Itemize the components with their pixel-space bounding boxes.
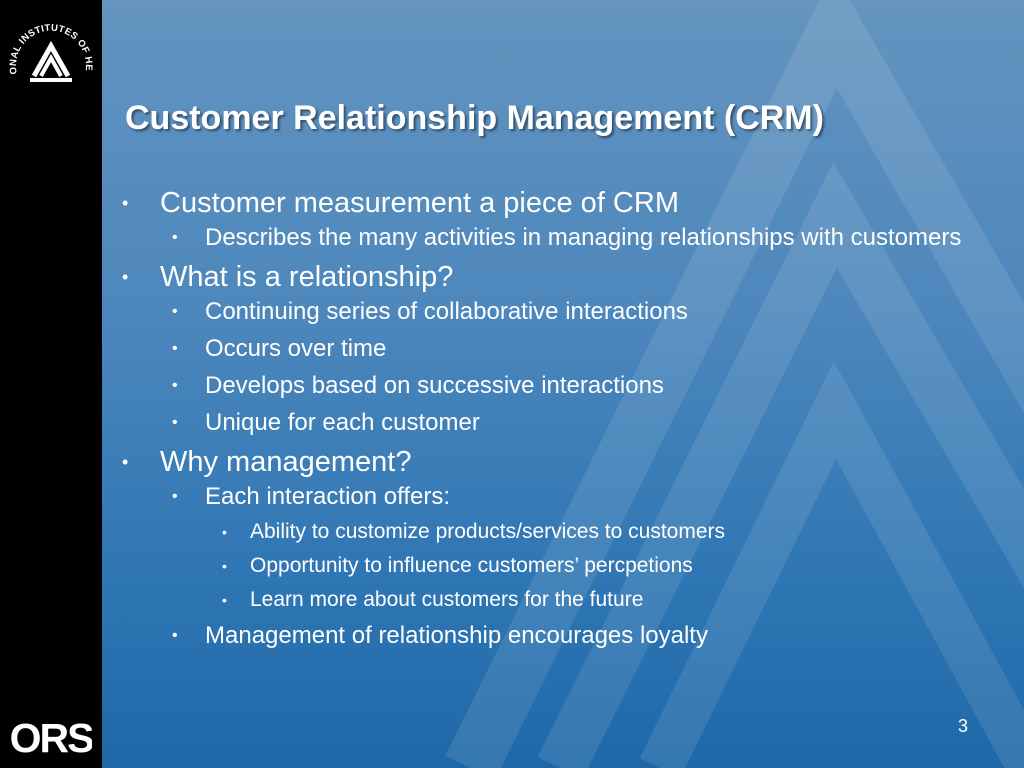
bullet-item-level-1: • Customer measurement a piece of CRM — [118, 186, 988, 220]
bullet-text: Continuing series of collaborative inter… — [205, 298, 688, 325]
bullet-marker: • — [172, 340, 178, 357]
bullet-text: Customer measurement a piece of CRM — [160, 187, 679, 219]
bullet-marker: • — [222, 592, 227, 608]
bullet-text: Learn more about customers for the futur… — [250, 588, 644, 611]
bullet-item-level-2: • Management of relationship encourages l… — [118, 621, 988, 650]
bullet-marker: • — [122, 267, 129, 287]
bullet-text: Describes the many activities in managin… — [205, 224, 962, 251]
bullet-item-level-2: • Occurs over time — [118, 334, 988, 363]
bullet-item-level-2: • Unique for each customer — [118, 408, 988, 437]
bullet-item-level-1: • Why management? — [118, 445, 988, 479]
bullet-text: Opportunity to influence customers’ perc… — [250, 554, 693, 577]
bullet-list: • Customer measurement a piece of CRM • Des… — [118, 186, 988, 658]
ors-logo-icon: ORS — [10, 715, 92, 757]
bullet-marker: • — [172, 488, 178, 505]
bullet-text: Unique for each customer — [205, 409, 480, 436]
bullet-item-level-2: • Develops based on successive interactio… — [118, 371, 988, 400]
bullet-text: Ability to customize products/services t… — [250, 520, 726, 543]
nih-seal-icon: NATIONAL INSTITUTES OF HEALTH — [8, 8, 94, 82]
bullet-item-level-2: • Continuing series of collaborative inte… — [118, 297, 988, 326]
left-sidebar — [0, 0, 102, 768]
page-number: 3 — [958, 716, 969, 736]
bullet-text: Why management? — [160, 446, 412, 478]
bullet-marker: • — [122, 193, 129, 213]
bullet-text: Occurs over time — [205, 335, 387, 362]
bullet-marker: • — [222, 558, 227, 574]
bullet-marker: • — [172, 627, 178, 644]
bullet-item-level-3: • Learn more about customers for the futu… — [118, 587, 988, 613]
bullet-marker: • — [172, 414, 178, 431]
bullet-item-level-2: • Each interaction offers: — [118, 482, 988, 511]
bullet-item-level-3: • Opportunity to influence customers’ per… — [118, 553, 988, 579]
bullet-marker: • — [122, 452, 129, 472]
bullet-text: Management of relationship encourages lo… — [205, 622, 708, 649]
bullet-item-level-1: • What is a relationship? — [118, 260, 988, 294]
slide-title: Customer Relationship Management (CRM) — [125, 99, 824, 137]
svg-text:ORS: ORS — [10, 715, 92, 757]
bullet-text: What is a relationship? — [160, 261, 454, 293]
bullet-item-level-3: • Ability to customize products/services … — [118, 519, 988, 545]
bullet-marker: • — [172, 229, 178, 246]
bullet-text: Each interaction offers: — [205, 483, 451, 510]
bullet-item-level-2: • Describes the many activities in managi… — [118, 223, 988, 252]
bullet-marker: • — [222, 524, 227, 540]
bullet-text: Develops based on successive interaction… — [205, 372, 664, 399]
bullet-marker: • — [172, 303, 178, 320]
bullet-marker: • — [172, 377, 178, 394]
